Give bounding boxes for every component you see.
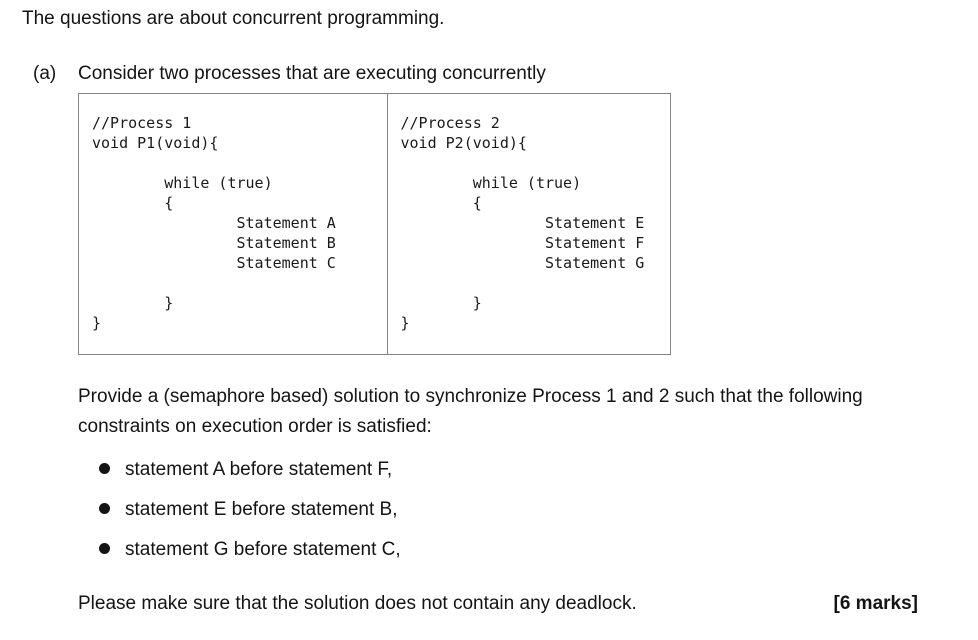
constraints-list: statement A before statement F, statemen…	[99, 460, 401, 580]
constraint-text: statement A before statement F,	[125, 459, 393, 480]
constraint-text: statement E before statement B,	[125, 499, 398, 520]
part-a-text: Consider two processes that are executin…	[78, 63, 546, 84]
constraint-text: statement G before statement C,	[125, 539, 401, 560]
task-description: Provide a (semaphore based) solution to …	[78, 386, 863, 437]
process1-code: //Process 1 void P1(void){ while (true) …	[79, 94, 389, 354]
closing-row: Please make sure that the solution does …	[78, 592, 918, 616]
part-a-label: (a)	[33, 63, 57, 84]
bullet-icon	[99, 463, 110, 474]
constraint-item: statement G before statement C,	[99, 540, 401, 559]
constraint-item: statement A before statement F,	[99, 460, 401, 479]
constraint-item: statement E before statement B,	[99, 500, 401, 519]
bullet-icon	[99, 543, 110, 554]
marks-label: [6 marks]	[833, 593, 919, 614]
bullet-icon	[99, 503, 110, 514]
intro-text: The questions are about concurrent progr…	[22, 8, 445, 29]
process-code-table: //Process 1 void P1(void){ while (true) …	[78, 93, 671, 355]
process2-code: //Process 2 void P2(void){ while (true) …	[400, 114, 645, 332]
closing-text: Please make sure that the solution does …	[78, 593, 637, 614]
